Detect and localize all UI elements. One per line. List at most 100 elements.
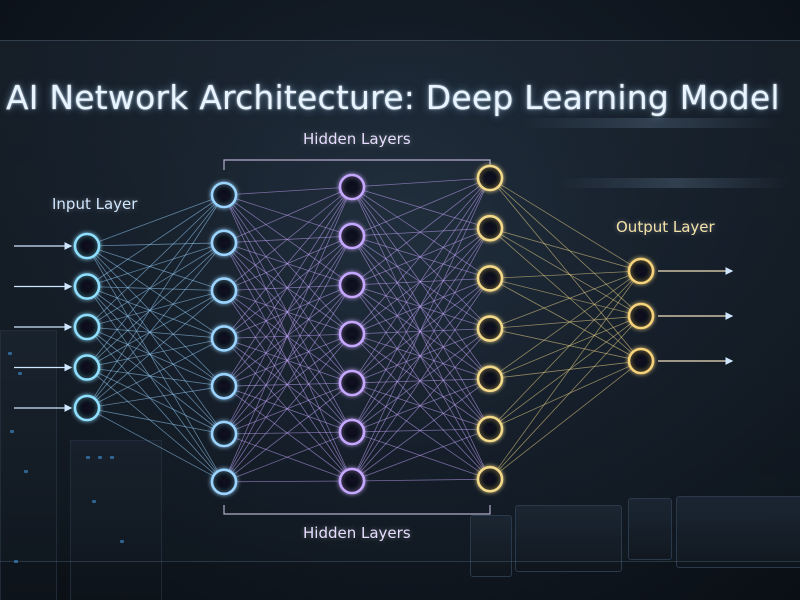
- neuron-ring: [338, 173, 366, 201]
- rack-led: [14, 560, 18, 563]
- connection-line: [489, 360, 642, 480]
- neuron-node: [73, 313, 101, 341]
- connection-line: [86, 367, 225, 483]
- connection-line: [351, 186, 491, 329]
- connection-line: [489, 278, 642, 362]
- neuron-node: [338, 173, 366, 201]
- ceiling-light: [520, 118, 780, 128]
- connection-line: [86, 367, 225, 387]
- output-layer-label: Output Layer: [616, 218, 715, 236]
- monitor: [470, 515, 512, 577]
- connection-line: [86, 242, 225, 247]
- connection-line: [86, 194, 225, 368]
- connection-line: [223, 242, 353, 433]
- hidden-layers-label-top: Hidden Layers: [303, 130, 411, 148]
- rack-led: [120, 540, 124, 543]
- connection-line: [351, 333, 491, 480]
- connection-line: [223, 194, 353, 286]
- connection-line: [86, 194, 225, 328]
- diagram-title: AI Network Architecture: Deep Learning M…: [6, 78, 780, 117]
- connection-line: [86, 367, 225, 435]
- connection-line: [223, 186, 353, 435]
- connection-line: [223, 284, 353, 291]
- connection-line: [86, 242, 225, 368]
- connection-line: [351, 177, 491, 335]
- neuron-ring: [338, 369, 366, 397]
- connection-line: [351, 378, 491, 384]
- connection-line: [489, 270, 642, 380]
- connection-line: [351, 284, 491, 380]
- connection-line: [351, 328, 491, 384]
- neuron-ring: [476, 415, 504, 443]
- connection-line: [86, 338, 225, 409]
- neuron-node: [476, 164, 504, 192]
- connection-line: [489, 315, 642, 380]
- connection-line: [351, 235, 491, 430]
- neuron-ring: [210, 372, 238, 400]
- connection-line: [223, 382, 353, 387]
- connection-line: [351, 177, 491, 384]
- connection-line: [351, 284, 491, 480]
- connection-line: [86, 242, 225, 287]
- connection-line: [489, 360, 642, 430]
- neuron-node: [627, 302, 655, 330]
- neuron-ring: [210, 325, 238, 352]
- top-bracket: [223, 159, 491, 170]
- connection-line: [489, 315, 642, 329]
- neuron-ring: [210, 229, 238, 257]
- neuron-node: [210, 277, 238, 304]
- server-rack: [0, 330, 57, 600]
- connection-line: [223, 186, 353, 291]
- neuron-node: [210, 181, 238, 209]
- connection-line: [223, 242, 353, 286]
- connection-line: [223, 186, 353, 482]
- connection-line: [351, 235, 491, 480]
- neuron-ring: [338, 418, 366, 446]
- connection-line: [223, 194, 353, 335]
- monitor: [676, 496, 800, 568]
- ceiling-light: [560, 178, 790, 188]
- neuron-node: [73, 394, 101, 422]
- neuron-node: [627, 347, 655, 375]
- connection-line: [351, 428, 491, 482]
- neuron-ring: [627, 347, 655, 375]
- neuron-ring: [476, 214, 504, 242]
- connection-line: [351, 333, 491, 430]
- connection-line: [86, 290, 225, 368]
- connection-line: [351, 278, 491, 482]
- connection-line: [86, 326, 225, 435]
- connection-line: [351, 177, 491, 286]
- connection-line: [489, 227, 642, 272]
- neuron-node: [338, 320, 366, 348]
- connection-line: [351, 177, 491, 237]
- neuron-ring: [210, 420, 238, 448]
- io-arrows: [14, 242, 734, 412]
- neuron-node: [476, 265, 504, 292]
- connection-line: [223, 480, 353, 483]
- connection-line: [351, 431, 491, 480]
- rack-led: [10, 430, 14, 433]
- connection-line: [223, 186, 353, 339]
- connection-line: [223, 284, 353, 483]
- neuron-node: [210, 468, 238, 496]
- connection-line: [86, 245, 225, 483]
- connection-line: [223, 333, 353, 339]
- neuron-node: [476, 465, 504, 493]
- neuron-node: [476, 214, 504, 242]
- connection-line: [86, 245, 225, 291]
- neuron-ring: [338, 271, 366, 299]
- neuron-node: [338, 271, 366, 299]
- neuron-ring: [476, 465, 504, 493]
- neuron-ring: [210, 181, 238, 209]
- neuron-node: [210, 325, 238, 352]
- connection-line: [489, 227, 642, 317]
- connection-line: [223, 186, 353, 196]
- neuron-ring: [338, 320, 366, 348]
- connection-line: [223, 235, 353, 482]
- connection-line: [223, 194, 353, 433]
- connection-line: [223, 290, 353, 384]
- connection-line: [351, 328, 491, 482]
- connection-line: [223, 186, 353, 387]
- rack-led: [110, 456, 114, 459]
